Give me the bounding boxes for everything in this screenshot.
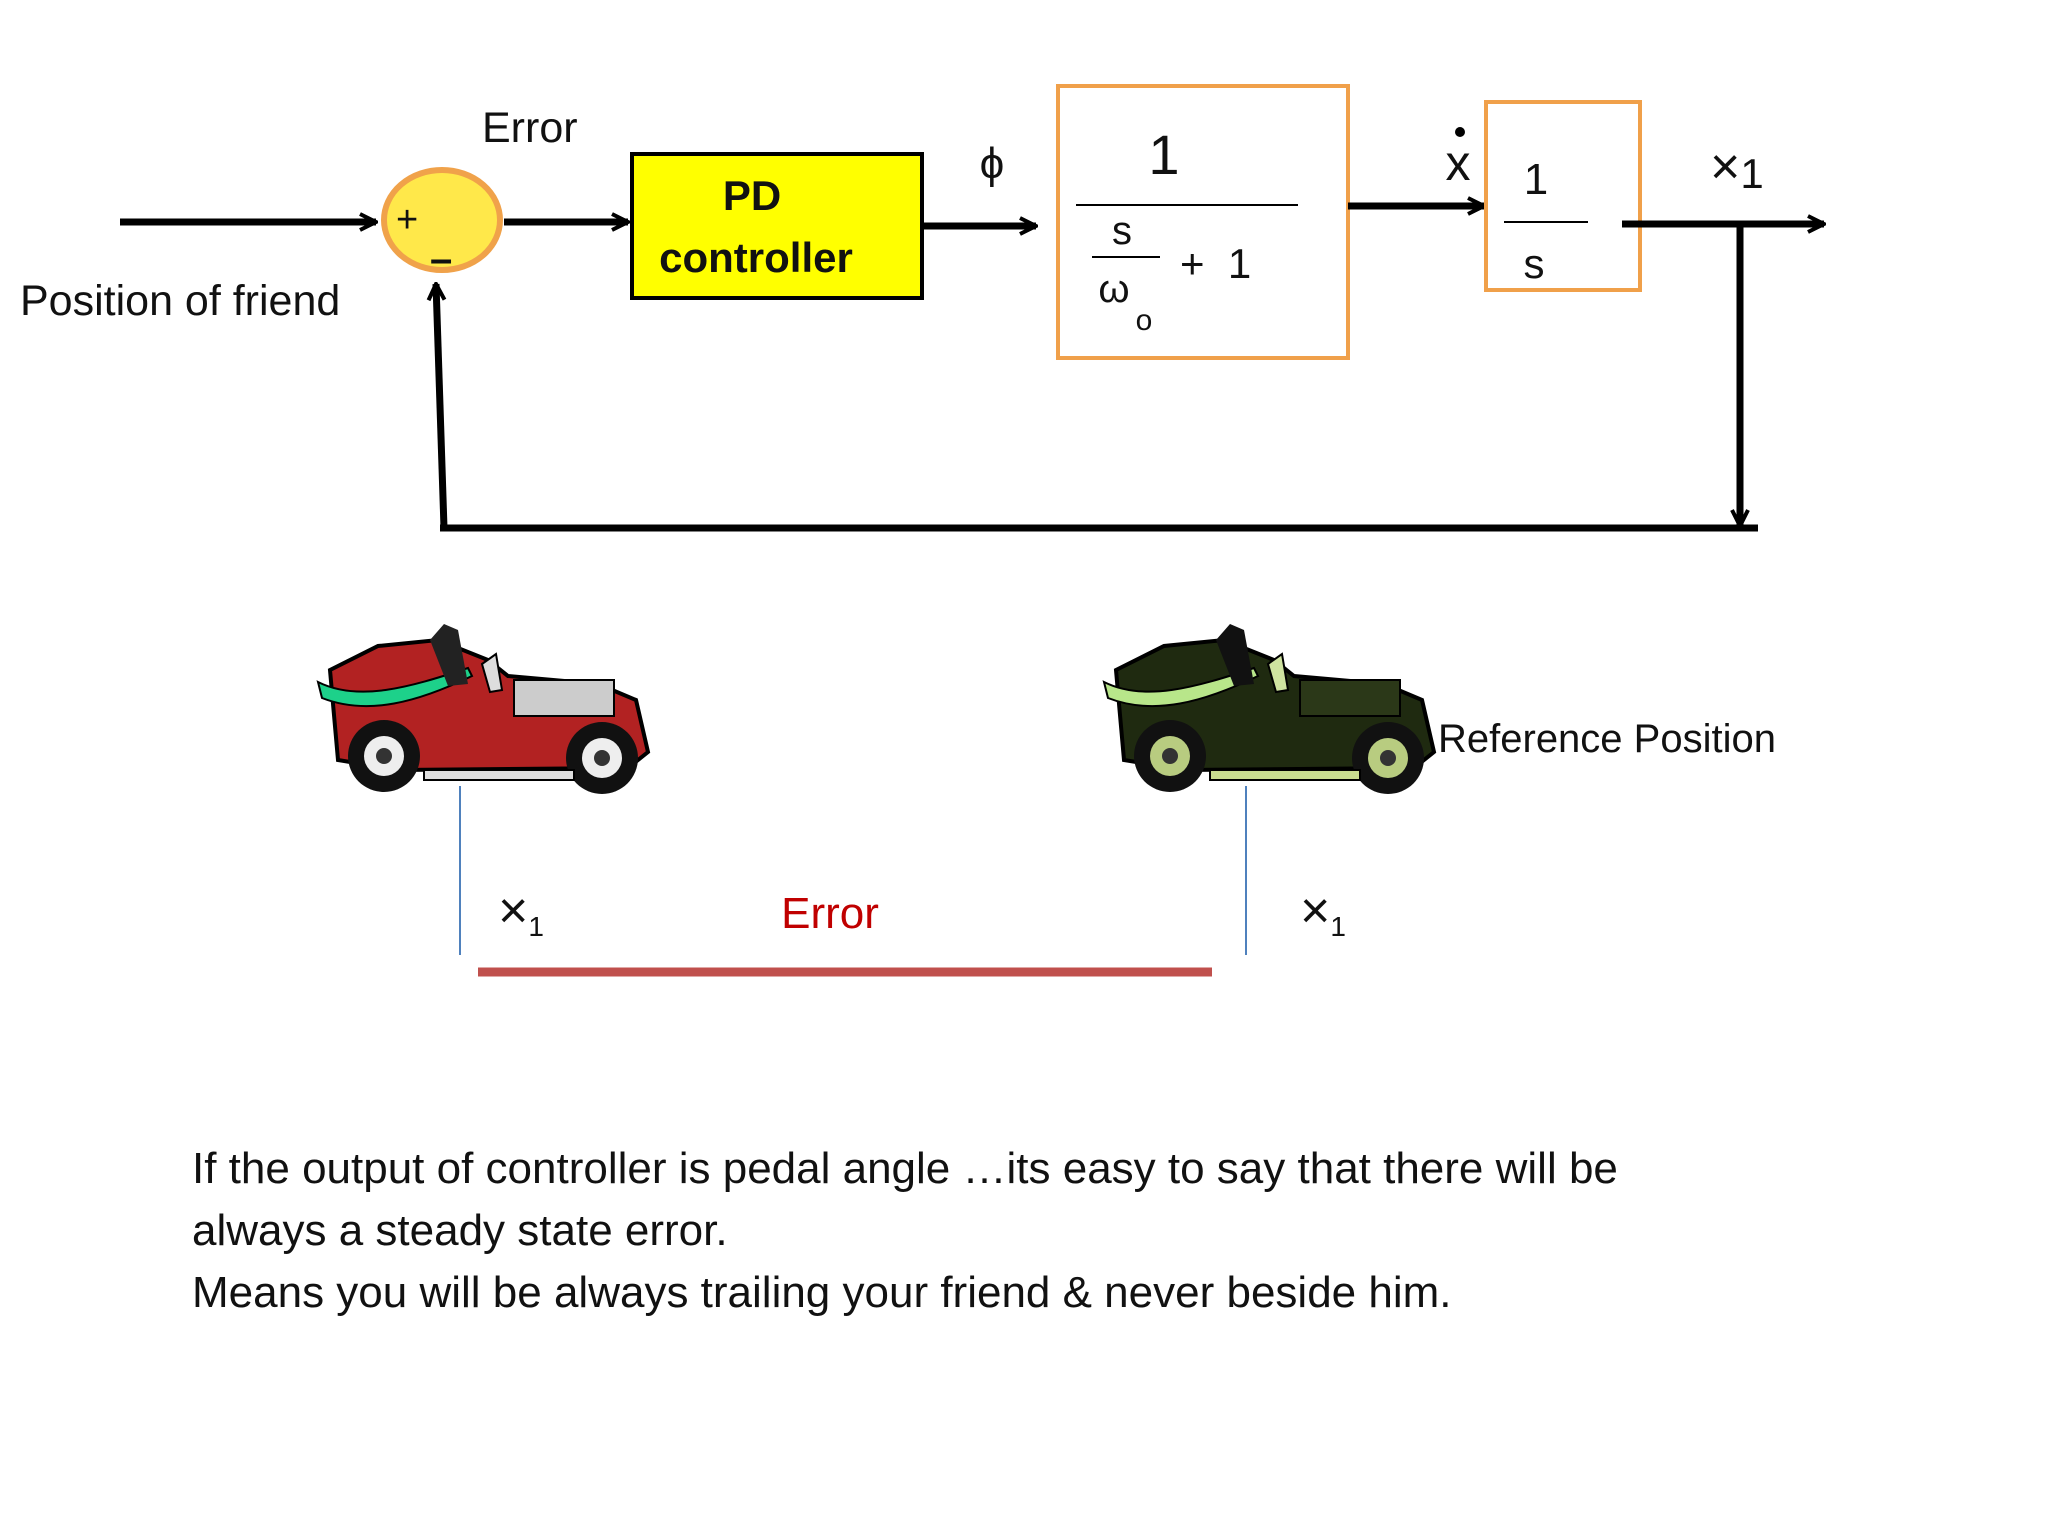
first-order-lag-block <box>1056 84 1350 360</box>
x1-output-label: ×1 <box>1710 138 1764 197</box>
caption-line-2: always a steady state error. <box>192 1206 728 1255</box>
tf1-numerator: 1 <box>1148 123 1179 186</box>
left-x1-label: ×1 <box>498 882 544 942</box>
tf1-den-omega: ω <box>1098 267 1129 311</box>
tf1-den-plus-one: + 1 <box>1180 240 1251 287</box>
caption-line-3: Means you will be always trailing your f… <box>192 1268 1452 1317</box>
sum-plus-sign: + <box>396 199 418 241</box>
right-x1-label: ×1 <box>1300 882 1346 942</box>
pd-controller-block <box>630 152 924 300</box>
sum-minus-sign: – <box>430 237 452 281</box>
input-label: Position of friend <box>20 277 340 325</box>
tf2-denominator: s <box>1524 240 1545 287</box>
error-label-top: Error <box>482 104 578 152</box>
caption-line-1: If the output of controller is pedal ang… <box>192 1144 1618 1193</box>
trailing-car-icon <box>316 624 651 794</box>
xdot-label: x <box>1446 135 1471 191</box>
caption: If the output of controller is pedal ang… <box>192 1138 1952 1324</box>
tf2-numerator: 1 <box>1524 155 1548 204</box>
reference-position-label: Reference Position <box>1438 717 1776 761</box>
tf1-den-omega-sub: o <box>1136 304 1153 337</box>
tf1-den-s: s <box>1112 209 1132 253</box>
pd-controller-line1: PD <box>723 172 781 219</box>
summing-junction <box>381 167 503 273</box>
xdot-dot <box>1455 127 1465 137</box>
error-label-red: Error <box>781 889 879 938</box>
feedback-rise-arrow <box>436 284 448 529</box>
reference-car-icon <box>1102 624 1437 794</box>
x1-output-x: × <box>1710 138 1740 196</box>
phi-label: ϕ <box>980 139 1005 188</box>
pd-controller-line2: controller <box>659 234 853 281</box>
integrator-block <box>1484 100 1642 292</box>
x1-output-sub: 1 <box>1740 150 1763 197</box>
